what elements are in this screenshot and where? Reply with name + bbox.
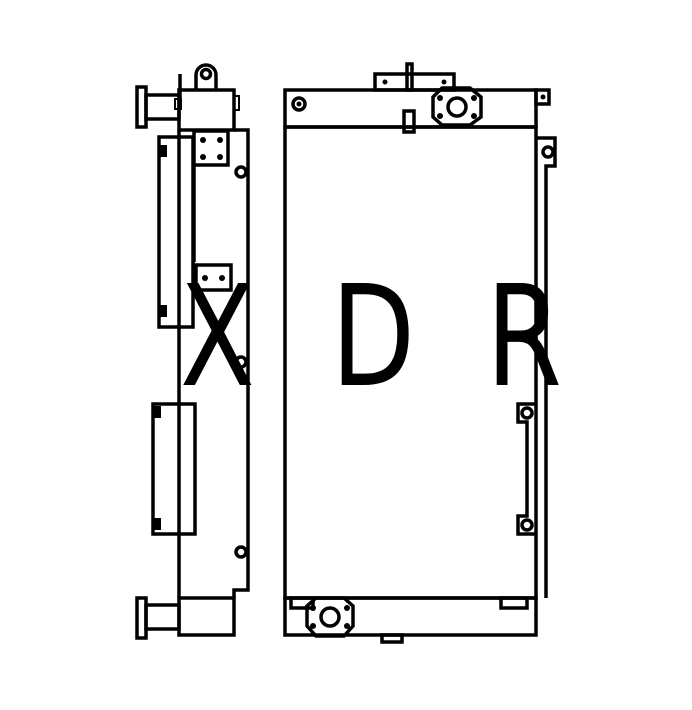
front-bottom-tank [283, 596, 538, 637]
side-top-tank [177, 88, 236, 132]
side-view [135, 63, 250, 640]
upper-bracket [157, 135, 195, 329]
lower-bracket [151, 402, 197, 536]
drain-plug [380, 633, 404, 644]
side-bottom-tank [177, 596, 236, 637]
lifting-eye [194, 63, 218, 90]
front-view [283, 62, 557, 644]
top-outlet-flange [431, 86, 483, 127]
front-top-tank [283, 88, 538, 129]
middle-plate [194, 263, 233, 292]
bottom-outlet-flange [305, 596, 355, 638]
right-lower-bracket [516, 402, 536, 536]
watermark-letter-x: X [180, 256, 255, 419]
watermark-letter-d: D [331, 256, 416, 419]
right-side-strip [536, 136, 557, 598]
lifting-eye-hole [199, 67, 213, 81]
bottom-pipe [144, 603, 181, 631]
side-flange-plate [192, 129, 230, 167]
side-core [177, 128, 250, 598]
watermark-letter-r: R [486, 256, 562, 419]
